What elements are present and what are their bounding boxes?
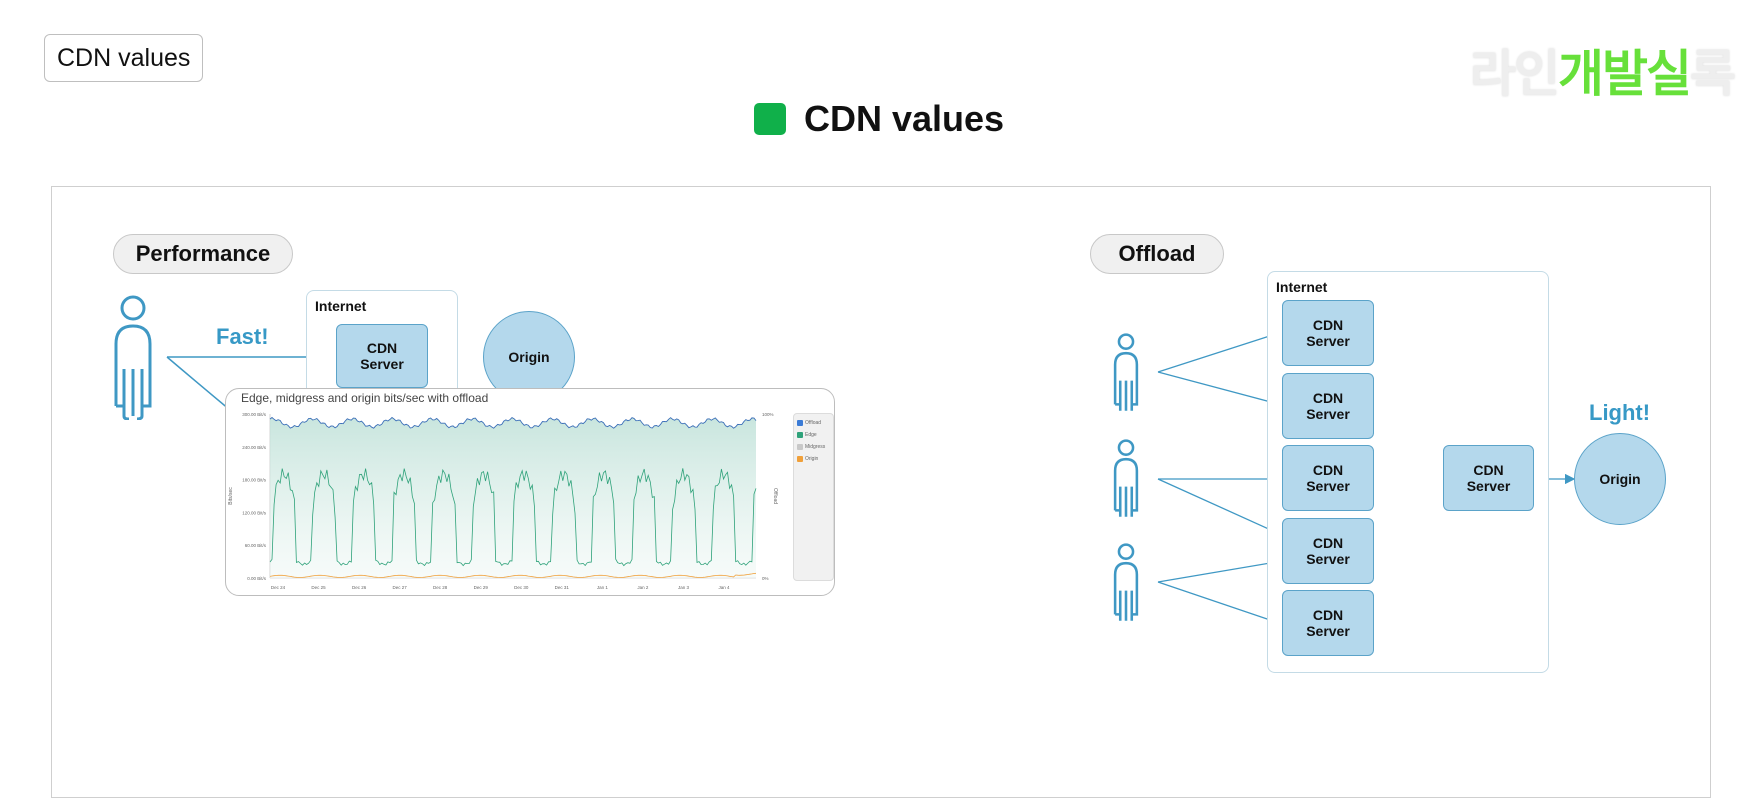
legend-swatch-origin <box>797 456 803 462</box>
offload-origin: Origin <box>1574 433 1666 525</box>
chart-y2-axis-title: Offload <box>772 488 778 504</box>
offload-chart-card: Edge, midgress and origin bits/sec with … <box>225 388 835 596</box>
chart-y2-tick-label: 100% <box>762 412 774 417</box>
chart-x-tick-label: Dec 25 <box>311 585 326 590</box>
page-title-text: CDN values <box>804 98 1005 139</box>
offload-user2-edge4 <box>1157 478 1284 536</box>
chart-y-tick-label: 120.00 Bit/s <box>242 510 267 515</box>
offload-user-1-icon <box>1113 333 1139 411</box>
chart-offload-area <box>270 417 756 578</box>
offload-edge-server-4: CDN Server <box>1282 518 1374 584</box>
chart-y-tick-label: 60.00 Bit/s <box>245 543 267 548</box>
offload-edge-server-5: CDN Server <box>1282 590 1374 656</box>
offload-user1-edge1 <box>1157 329 1284 373</box>
title-square-icon <box>754 103 786 135</box>
offload-user-3-icon <box>1113 543 1139 621</box>
performance-pill: Performance <box>113 234 293 274</box>
legend-item-midgress: Midgress <box>797 444 833 450</box>
chart-x-tick-label: Dec 26 <box>352 585 367 590</box>
chart-x-tick-label: Jan 4 <box>718 585 730 590</box>
legend-swatch-offload <box>797 420 803 426</box>
chart-y-tick-label: 300.00 Bit/s <box>242 412 267 417</box>
fast-label: Fast! <box>216 324 269 349</box>
legend-label-edge: Edge <box>805 432 817 438</box>
chart-plot: 0.00 Bit/s 60.00 Bit/s 120.00 Bit/s 180.00 … <box>228 412 778 590</box>
light-label: Light! <box>1589 400 1651 425</box>
chart-y-tick-label: 180.00 Bit/s <box>242 478 267 483</box>
offload-edge-server-1: CDN Server <box>1282 300 1374 366</box>
chart-x-tick-label: Dec 30 <box>514 585 529 590</box>
logo-part-3: 록 <box>1690 45 1736 103</box>
legend-item-edge: Edge <box>797 432 833 438</box>
chart-series-offload <box>269 416 757 429</box>
legend-label-offload: Offload <box>805 420 822 426</box>
legend-label-midgress: Midgress <box>805 444 826 450</box>
offload-user3-edge4 <box>1157 557 1284 583</box>
chart-y-tick-label: 0.00 Bit/s <box>247 576 267 581</box>
channel-logo: 라인 개발실 록 <box>1470 34 1736 106</box>
offload-internet-label: Internet <box>1276 279 1328 295</box>
offload-user1-edge2 <box>1157 371 1284 408</box>
chart-x-tick-label: Dec 24 <box>271 585 286 590</box>
legend-swatch-midgress <box>797 444 803 450</box>
offload-edge-server-3: CDN Server <box>1282 445 1374 511</box>
chart-y-tick-label: 240.00 Bit/s <box>242 445 267 450</box>
legend-swatch-edge <box>797 432 803 438</box>
offload-user3-edge5 <box>1157 581 1284 627</box>
perf-user-curve-line <box>166 356 231 411</box>
logo-part-1: 라인 <box>1470 45 1560 103</box>
logo-part-2: 개발실 <box>1558 45 1692 103</box>
chart-series-origin <box>269 572 757 578</box>
chart-x-tick-label: Jan 3 <box>678 585 690 590</box>
perf-user-icon <box>114 295 152 420</box>
chart-x-tick-label: Jan 2 <box>637 585 649 590</box>
offload-pill: Offload <box>1090 234 1224 274</box>
chart-legend: Offload Edge Midgress Origin <box>793 413 834 581</box>
chart-x-tick-label: Dec 29 <box>474 585 489 590</box>
chart-y-axis-title: Bits/sec <box>228 487 234 505</box>
legend-item-origin: Origin <box>797 456 833 462</box>
chart-title: Edge, midgress and origin bits/sec with … <box>241 391 489 405</box>
offload-edge-server-2: CDN Server <box>1282 373 1374 439</box>
chart-x-tick-label: Dec 27 <box>393 585 408 590</box>
offload-user-2-icon <box>1113 439 1139 517</box>
legend-label-origin: Origin <box>805 456 819 462</box>
chart-series-edge <box>269 468 757 567</box>
offload-mid-server: CDN Server <box>1443 445 1534 511</box>
perf-cdn-server: CDN Server <box>336 324 428 388</box>
perf-internet-label: Internet <box>315 298 367 314</box>
chart-x-tick-label: Jan 1 <box>597 585 609 590</box>
chart-y2-tick-label: 0% <box>762 576 769 581</box>
section-chip: CDN values <box>44 34 204 82</box>
page-title: CDN values <box>754 98 1004 140</box>
chart-x-tick-label: Dec 28 <box>433 585 448 590</box>
chart-x-tick-label: Dec 31 <box>555 585 570 590</box>
legend-item-offload: Offload <box>797 420 833 426</box>
